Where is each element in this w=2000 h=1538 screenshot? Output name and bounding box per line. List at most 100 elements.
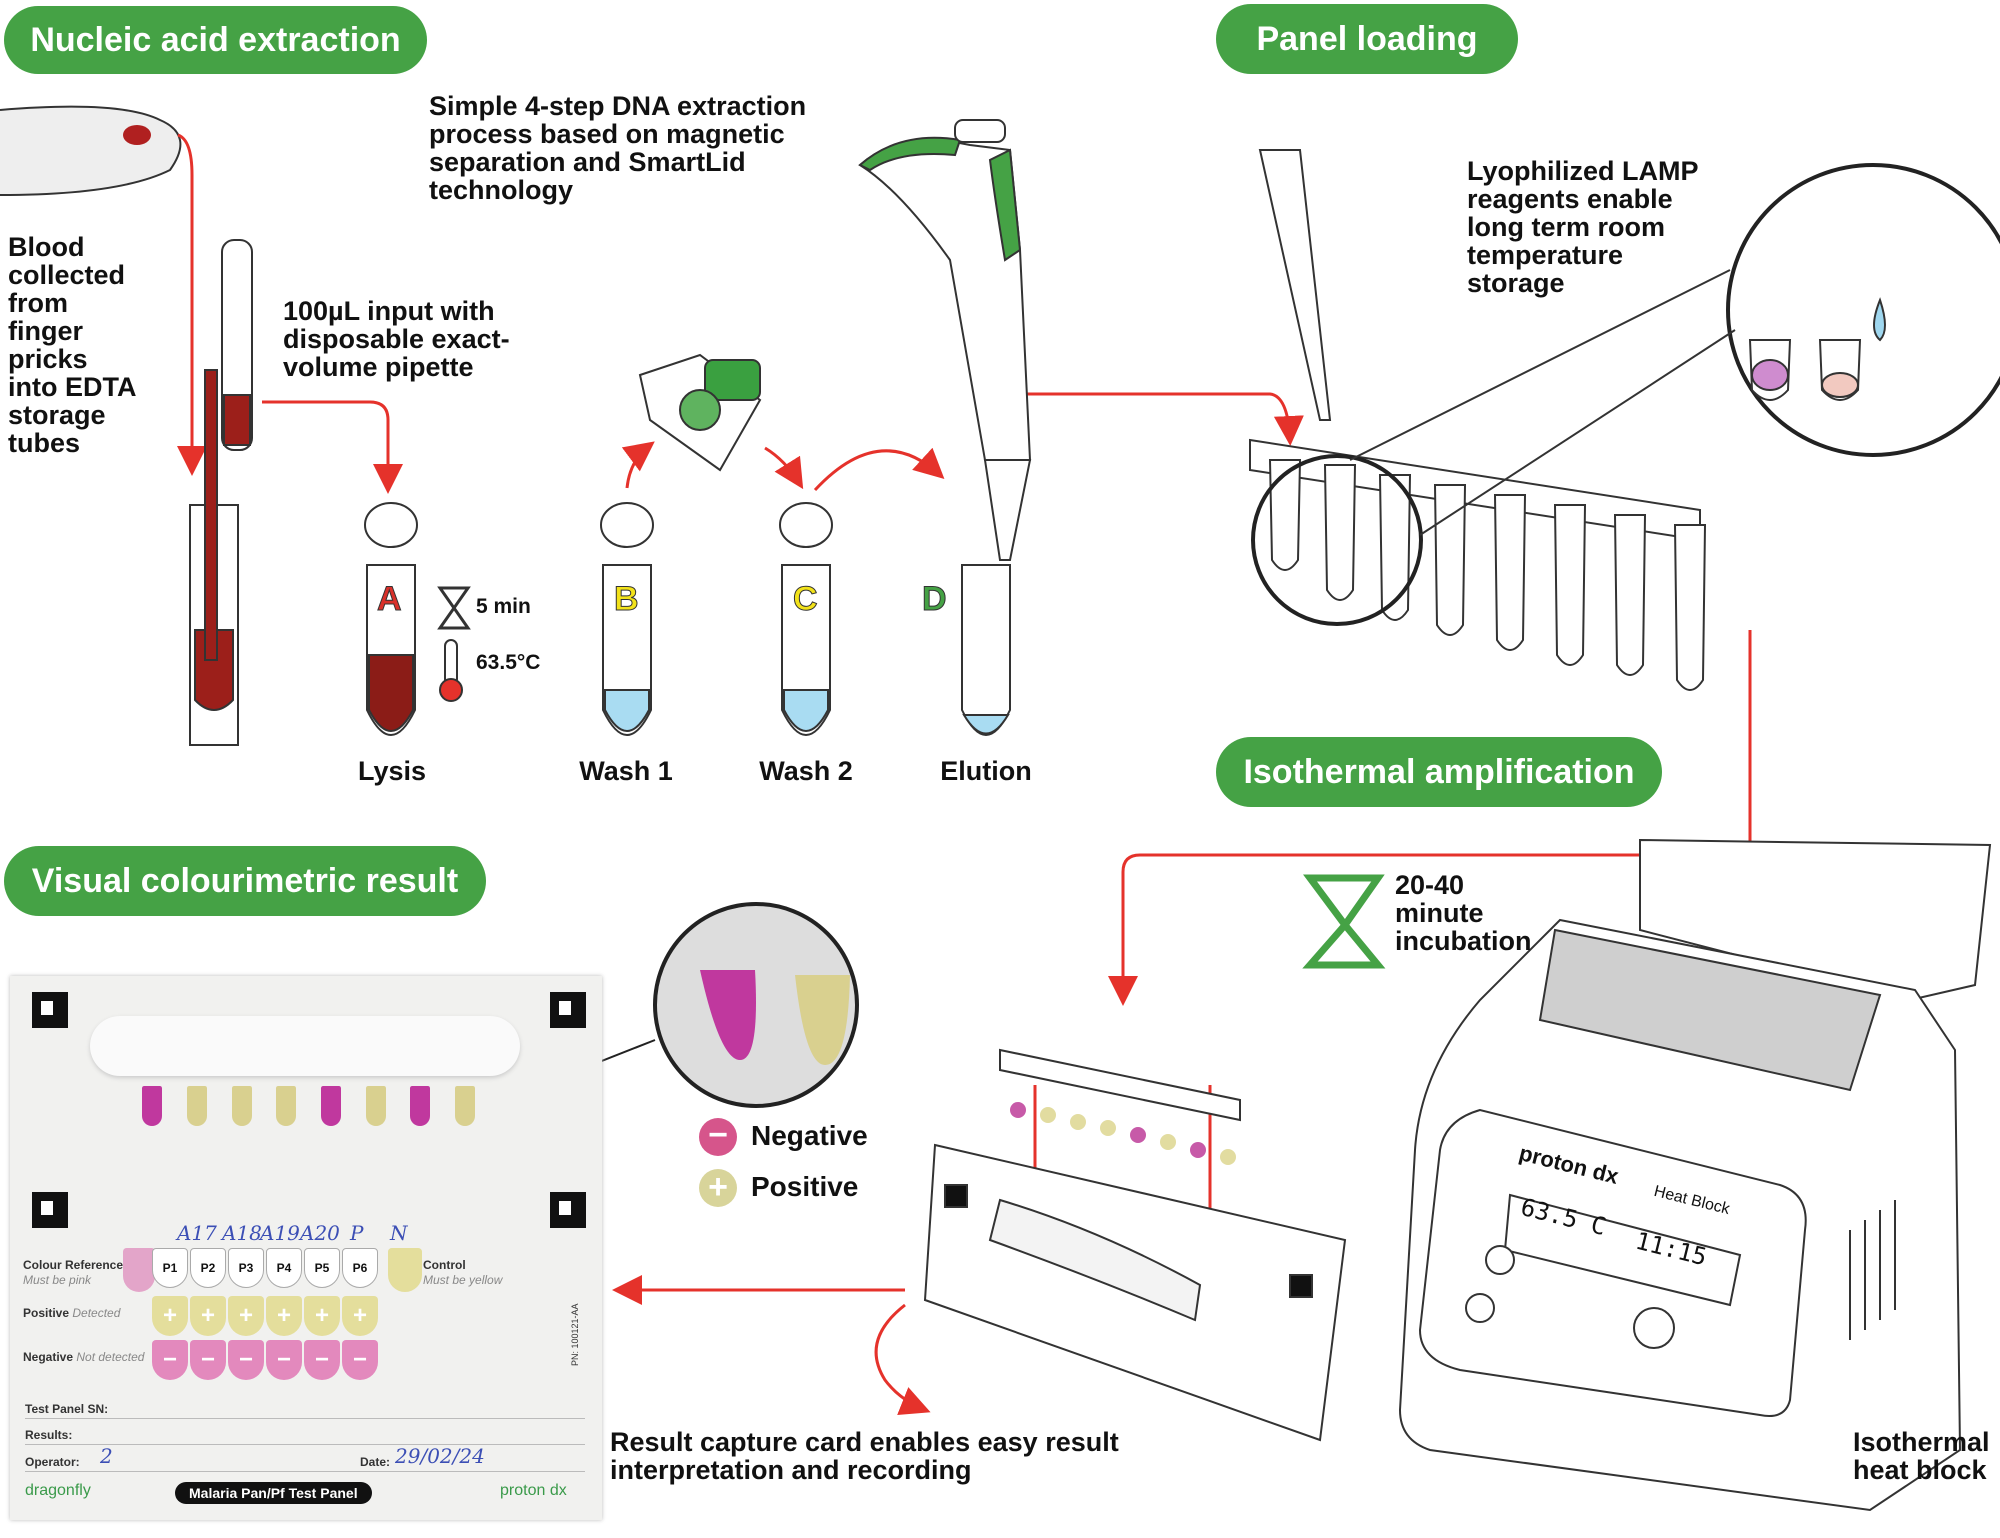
step-label-wash1: Wash 1: [579, 756, 673, 786]
edta-tube: [189, 239, 253, 746]
heatblock-note: Isothermal heat block: [1853, 1427, 1990, 1485]
blood-drop: [123, 125, 151, 145]
divider: [25, 1471, 585, 1472]
date-value: 29/02/24: [395, 1444, 485, 1468]
heat-block-device: [1398, 838, 1992, 1512]
lamp-note: Lyophilized LAMP reagents enable long te…: [1467, 156, 1699, 298]
heat-block-well-plate: [1538, 928, 1882, 1092]
negative-icon: −: [699, 1118, 737, 1156]
input-note: 100µL input with disposable exact- volum…: [283, 296, 510, 382]
card-tube: [455, 1086, 475, 1126]
card-marker: [550, 992, 586, 1028]
capture-card-illustration: [923, 1048, 1347, 1442]
sample-label: A17: [177, 1221, 217, 1245]
arrow-magnet-to-wash2: [764, 446, 804, 490]
card-marker: [550, 1192, 586, 1228]
positive-well: +: [152, 1296, 188, 1336]
up-button: [1485, 1245, 1515, 1275]
divider: [25, 1444, 585, 1445]
step-label-elution: Elution: [940, 756, 1032, 786]
zoom-circle-left: [1251, 454, 1423, 626]
divider: [25, 1418, 585, 1419]
small-strip-tubes: [1010, 1102, 1236, 1165]
protondx-logo: proton dx: [500, 1482, 567, 1499]
arrow-elution-to-panel: [1025, 392, 1304, 446]
well-p1: P1: [152, 1248, 188, 1288]
finger-illustration: [0, 105, 182, 196]
section-isothermal-amplification: Isothermal amplification: [1216, 737, 1662, 807]
lysis-time: 5 min: [476, 595, 531, 618]
card-tube: [232, 1086, 252, 1126]
card-tube: [187, 1086, 207, 1126]
colour-reference-sub: Must be pink: [23, 1273, 92, 1287]
negative-well: −: [228, 1340, 264, 1380]
well-p5: P5: [304, 1248, 340, 1288]
tube-letter-c: C: [793, 580, 819, 619]
well-p4: P4: [266, 1248, 302, 1288]
incubation-hourglass-icon: [1302, 874, 1386, 969]
arrow-to-card-note: [874, 1303, 931, 1416]
negative-well: −: [304, 1340, 340, 1380]
positive-row-sub: Detected: [72, 1306, 121, 1320]
sample-label: A19: [260, 1221, 300, 1245]
result-capture-card: A17 A18 A19 A20 P N Colour Reference Mus…: [10, 976, 602, 1520]
result-zoom-circle: [653, 902, 859, 1108]
negative-row-sub: Not detected: [76, 1350, 145, 1364]
well-p3: P3: [228, 1248, 264, 1288]
sample-label: A18: [222, 1221, 262, 1245]
smartlid-magnet: [638, 353, 762, 472]
sample-label: P: [350, 1221, 364, 1245]
control-label: Control: [423, 1258, 466, 1272]
colour-reference-label: Colour Reference: [23, 1258, 124, 1272]
sample-label: A20: [300, 1221, 340, 1245]
sn-label: Test Panel SN:: [25, 1402, 109, 1416]
arrow-to-lysis: [262, 400, 403, 494]
card-marker: [32, 1192, 68, 1228]
legend-negative: Negative: [751, 1120, 868, 1151]
negative-well: −: [266, 1340, 302, 1380]
negative-row-label: Negative: [23, 1350, 74, 1364]
part-number: PN: 100121-AA: [570, 1303, 580, 1366]
results-label: Results:: [25, 1428, 73, 1442]
tube-strip-holder: [90, 1016, 520, 1076]
positive-well: +: [190, 1296, 226, 1336]
dragonfly-logo: dragonfly: [25, 1482, 91, 1499]
section-panel-loading: Panel loading: [1216, 4, 1518, 74]
negative-well: −: [152, 1340, 188, 1380]
strip-tubes: [1268, 459, 1707, 691]
blood-note: Blood collected from finger pricks into …: [8, 232, 137, 458]
negative-well: −: [190, 1340, 226, 1380]
panel-name-badge: Malaria Pan/Pf Test Panel: [175, 1482, 372, 1504]
control-sub: Must be yellow: [423, 1273, 503, 1287]
arrow-block-to-strip: [1108, 853, 1720, 1006]
pipette: [858, 119, 1032, 561]
process-note: Simple 4-step DNA extraction process bas…: [429, 91, 807, 205]
control-well: [388, 1248, 422, 1292]
card-note: Result capture card enables easy result …: [610, 1427, 1119, 1485]
step-label-wash2: Wash 2: [759, 756, 853, 786]
tube-letter-d: D: [922, 580, 948, 619]
legend-positive: Positive: [751, 1171, 859, 1202]
negative-well: −: [342, 1340, 378, 1380]
card-tube: [142, 1086, 162, 1126]
colour-reference-well: [123, 1248, 155, 1292]
vent-slots: [1849, 1200, 1896, 1340]
section-nucleic-acid-extraction: Nucleic acid extraction: [4, 6, 427, 74]
arrow-blood-to-tube: [177, 133, 207, 476]
positive-well: +: [266, 1296, 302, 1336]
zoom-circle-panel: [1726, 163, 2000, 457]
card-tube: [366, 1086, 386, 1126]
extraction-tubes: [364, 502, 1011, 736]
elution-tube: [961, 564, 1011, 736]
panel-loading-strip: [1249, 149, 2000, 691]
down-button: [1465, 1293, 1495, 1323]
card-tube: [321, 1086, 341, 1126]
incubation-note: 20-40 minute incubation: [1395, 870, 1532, 956]
section-visual-colourimetric-result: Visual colourimetric result: [4, 846, 486, 916]
arrow-wash2-to-elution: [813, 447, 945, 492]
operator-value: 2: [100, 1444, 113, 1468]
thermometer-icon: [439, 639, 463, 702]
sample-label: N: [390, 1221, 408, 1245]
arrow-lysis-to-magnet: [621, 441, 655, 489]
